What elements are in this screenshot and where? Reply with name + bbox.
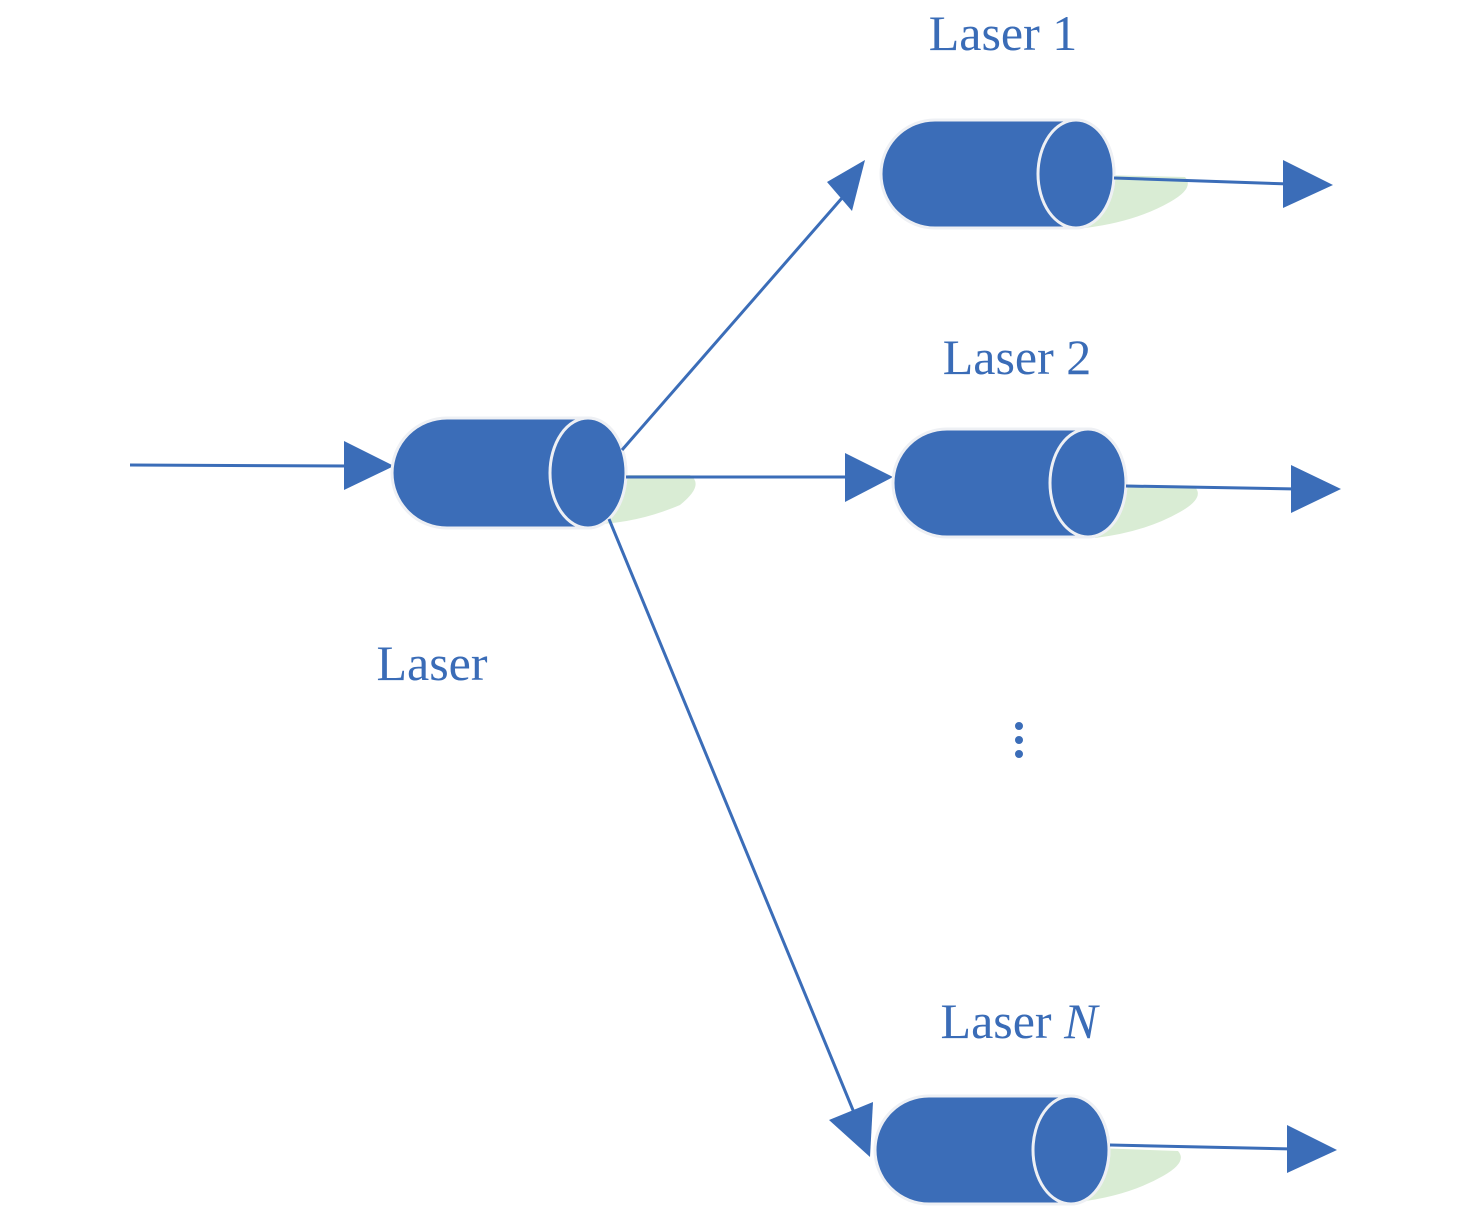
- branch-arrow-2: [626, 453, 893, 502]
- laser-2-label: Laser 2: [943, 329, 1092, 385]
- source-laser-label: Laser: [376, 635, 487, 691]
- laser-n-label: Laser N: [941, 993, 1101, 1049]
- branch-arrow-n: [607, 518, 873, 1157]
- laser-2: [891, 427, 1341, 539]
- branch-arrow-1: [620, 160, 865, 451]
- laser-1-label: Laser 1: [929, 5, 1078, 61]
- input-arrow: [129, 441, 394, 490]
- ellipsis-icon: [1015, 722, 1023, 758]
- laser-1: [879, 118, 1333, 230]
- laser-n: [873, 1094, 1337, 1206]
- source-laser: [390, 416, 696, 530]
